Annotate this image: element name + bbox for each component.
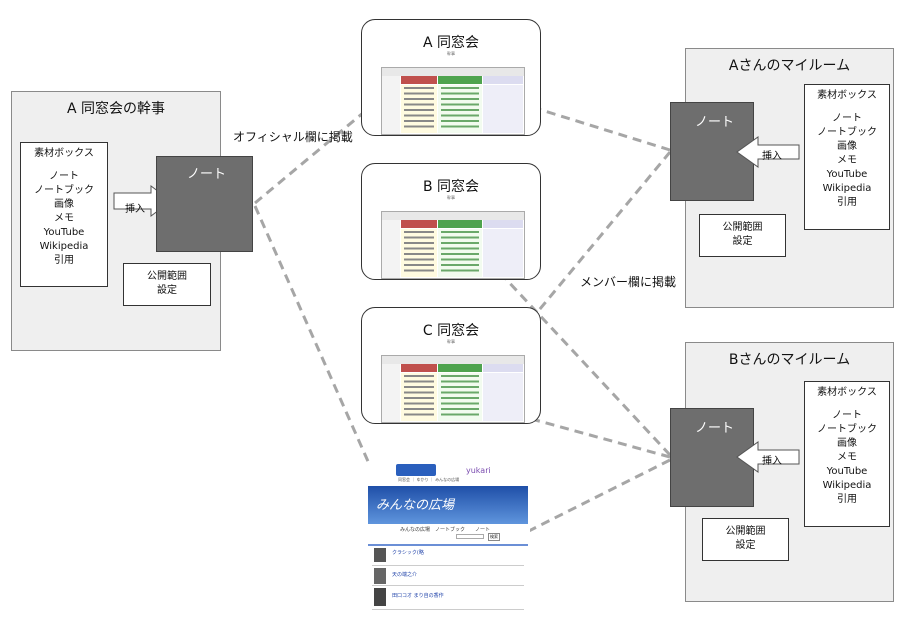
site-logo	[396, 464, 436, 476]
plaza-nav[interactable]: 同窓会 ｜ ゆかり ｜ みんなの広場	[398, 477, 460, 482]
kanji-panel: A 同窓会の幹事 素材ボックス ノート ノートブック 画像 メモ YouTube…	[11, 91, 253, 351]
association-page-thumbnail	[381, 211, 525, 279]
scope-setting-box[interactable]: 公開範囲 設定	[699, 214, 786, 257]
material-box-title: 素材ボックス	[817, 387, 877, 398]
note-label: ノート	[695, 115, 735, 130]
material-item: ノート	[49, 171, 79, 182]
member-column-label: メンバー欄に掲載	[580, 275, 677, 289]
material-item: 引用	[837, 494, 857, 505]
list-item-title: 天の端之介	[392, 572, 418, 578]
material-item: ノート	[832, 410, 862, 421]
note-block[interactable]: ノート	[156, 156, 253, 252]
plaza-tabs[interactable]: みんなの広場 ノートブック ノート	[400, 527, 491, 533]
plaza-banner-title: みんなの広場	[376, 498, 455, 513]
room-b-title: Bさんのマイルーム	[728, 352, 851, 368]
material-item: ノートブック	[817, 424, 877, 435]
room-b-panel: Bさんのマイルーム 素材ボックス ノート ノートブック 画像 メモ YouTub…	[670, 342, 894, 602]
plaza-search-input[interactable]	[456, 534, 484, 539]
list-item[interactable]: クラシック(略	[372, 546, 524, 566]
scope-label: 設定	[735, 540, 756, 551]
material-item: 画像	[54, 199, 74, 210]
plaza-banner: みんなの広場	[368, 486, 528, 524]
material-item: 引用	[54, 255, 74, 266]
thumbnail-graphic	[382, 212, 524, 278]
note-label: ノート	[695, 421, 735, 436]
list-item[interactable]: 天の端之介	[372, 566, 524, 586]
insert-label: 挿入	[762, 456, 782, 467]
material-item: Wikipedia	[822, 183, 872, 194]
association-title: A 同窓会	[422, 35, 480, 51]
room-a-to-c-member-arrow	[477, 151, 672, 385]
material-box-title: 素材ボックス	[817, 90, 877, 101]
scope-label: 設定	[732, 236, 753, 247]
scope-setting-box[interactable]: 公開範囲 設定	[702, 518, 789, 561]
material-item: YouTube	[826, 466, 868, 477]
thumbnail-graphic	[382, 68, 524, 134]
association-card-c[interactable]: C 同窓会 幹事	[361, 307, 541, 424]
association-page-thumbnail	[381, 355, 525, 423]
material-item: メモ	[837, 452, 857, 463]
scope-setting-box[interactable]: 公開範囲 設定	[123, 263, 211, 306]
material-item: ノート	[832, 113, 862, 124]
association-subtitle: 幹事	[447, 339, 455, 344]
material-item: ノートブック	[34, 185, 94, 196]
list-item-title: 田口コオ まり自の香作	[392, 593, 444, 599]
room-a-title: Aさんのマイルーム	[728, 58, 851, 74]
material-box: 素材ボックス ノート ノートブック 画像 メモ YouTube Wikipedi…	[804, 84, 890, 230]
scope-label: 設定	[157, 285, 177, 296]
association-subtitle: 幹事	[447, 51, 455, 56]
material-item: メモ	[54, 213, 74, 224]
divider	[368, 544, 528, 546]
official-column-label: オフィシャル欄に掲載	[233, 130, 353, 144]
material-box: 素材ボックス ノート ノートブック 画像 メモ YouTube Wikipedi…	[804, 381, 890, 527]
association-page-thumbnail	[381, 67, 525, 135]
insert-arrow-icon	[736, 441, 800, 473]
insert-label: 挿入	[125, 204, 145, 215]
yukari-logo: yukari	[466, 466, 491, 475]
association-subtitle: 幹事	[447, 195, 455, 200]
list-item-title: クラシック(略	[392, 550, 424, 556]
scope-label: 公開範囲	[722, 222, 763, 233]
material-item: 引用	[837, 197, 857, 208]
room-a-panel: Aさんのマイルーム 素材ボックス ノート ノートブック 画像 メモ YouTub…	[670, 48, 894, 308]
material-item: ノートブック	[817, 127, 877, 138]
association-title: C 同窓会	[422, 323, 480, 339]
association-card-a[interactable]: A 同窓会 幹事	[361, 19, 541, 136]
association-card-b[interactable]: B 同窓会 幹事	[361, 163, 541, 280]
list-item[interactable]: 田口コオ まり自の香作	[372, 586, 524, 610]
material-item: 画像	[837, 438, 857, 449]
note-label: ノート	[187, 167, 227, 182]
material-item: メモ	[837, 155, 857, 166]
association-title: B 同窓会	[422, 179, 480, 195]
room-b-to-plaza-arrow	[497, 458, 671, 547]
scope-label: 公開範囲	[725, 526, 766, 537]
thumbnail-graphic	[382, 356, 524, 422]
material-item: 画像	[837, 141, 857, 152]
material-box-title: 素材ボックス	[34, 148, 94, 159]
insert-label: 挿入	[762, 151, 782, 162]
insert-arrow-icon	[736, 136, 800, 168]
material-item: Wikipedia	[39, 241, 89, 252]
plaza-page: yukari 同窓会 ｜ ゆかり ｜ みんなの広場 みんなの広場 みんなの広場 …	[368, 462, 530, 614]
material-item: YouTube	[43, 227, 85, 238]
scope-label: 公開範囲	[147, 271, 187, 282]
plaza-search-button[interactable]: 検索	[488, 533, 500, 541]
material-item: YouTube	[826, 169, 868, 180]
kanji-panel-title: A 同窓会の幹事	[66, 101, 166, 117]
material-box: 素材ボックス ノート ノートブック 画像 メモ YouTube Wikipedi…	[20, 142, 108, 287]
room-b-to-b-member-arrow	[477, 248, 672, 457]
material-item: Wikipedia	[822, 480, 872, 491]
